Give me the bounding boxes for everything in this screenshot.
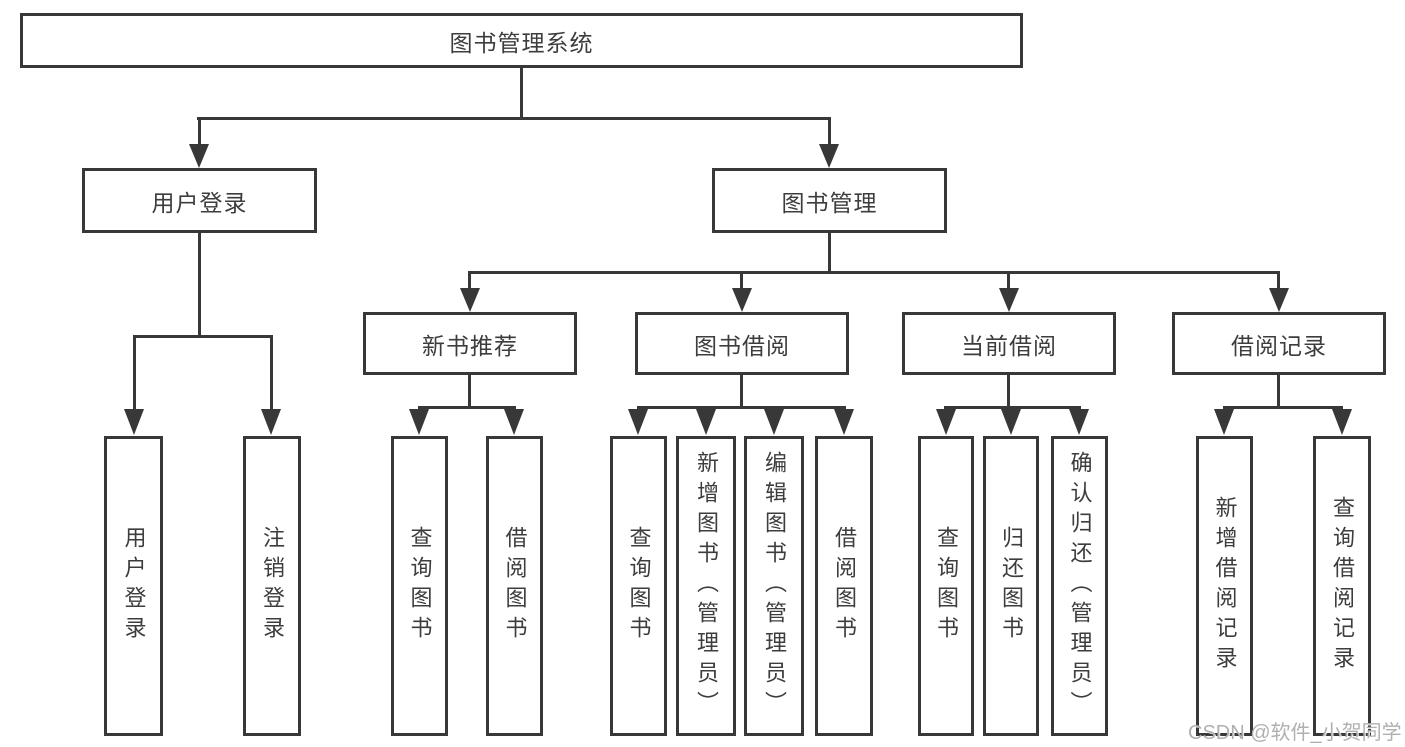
arrow-bookmgmt (819, 144, 839, 168)
leaf-add-books-admin-label: 新增图书（管理员） (694, 451, 719, 721)
arrow-l3-2 (732, 288, 752, 312)
node-borrow-records: 借阅记录 (1172, 312, 1386, 375)
node-current-borrow: 当前借阅 (902, 312, 1116, 375)
node-book-borrow: 图书借阅 (635, 312, 849, 375)
arrow-g2-2 (696, 409, 716, 435)
connector-login-leaf2-stem (270, 337, 273, 410)
leaf-logout-label: 注销登录 (260, 526, 285, 646)
node-user-login-label: 用户登录 (151, 189, 248, 216)
arrow-g3-1 (936, 409, 956, 435)
connector-g2-hline (637, 406, 846, 409)
connector-g3-hline (944, 406, 1081, 409)
leaf-return-books: 归还图书 (983, 436, 1039, 736)
arrow-login-leaf2 (261, 409, 281, 435)
leaf-query-borrow-record: 查询借阅记录 (1313, 436, 1371, 736)
leaf-add-borrow-record-label: 新增借阅记录 (1212, 496, 1238, 676)
leaf-edit-books-admin-label: 编辑图书（管理员） (762, 451, 787, 721)
connector-g1-hline (418, 406, 516, 409)
node-root: 图书管理系统 (20, 13, 1023, 68)
leaf-logout: 注销登录 (243, 436, 301, 736)
leaf-recommend-borrow-books: 借阅图书 (486, 436, 543, 736)
arrow-g2-1 (628, 409, 648, 435)
leaf-current-query-books-label: 查询图书 (934, 526, 959, 646)
leaf-add-borrow-record: 新增借阅记录 (1196, 436, 1253, 736)
leaf-recommend-borrow-books-label: 借阅图书 (502, 526, 528, 646)
arrow-userlogin (189, 144, 209, 168)
leaf-user-login-label: 用户登录 (121, 526, 147, 646)
arrow-l3-1 (460, 288, 480, 312)
csdn-watermark: CSDN @软件_小贺同学 (1188, 722, 1402, 744)
leaf-borrow-query-books-label: 查询图书 (626, 526, 652, 646)
connector-g2-vline (740, 375, 743, 408)
node-book-management-label: 图书管理 (781, 189, 878, 216)
leaf-confirm-return-admin: 确认归还（管理员） (1051, 436, 1108, 736)
node-new-book-recommend-label: 新书推荐 (422, 332, 518, 359)
node-borrow-records-label: 借阅记录 (1231, 332, 1327, 359)
leaf-confirm-return-admin-label: 确认归还（管理员） (1067, 451, 1093, 721)
leaf-borrow-books-label: 借阅图书 (832, 526, 857, 646)
leaf-edit-books-admin: 编辑图书（管理员） (744, 436, 804, 736)
leaf-recommend-query-books-label: 查询图书 (407, 526, 433, 646)
connector-bookmgmt-hline (468, 271, 1280, 274)
connector-userlogin-stem (198, 119, 201, 145)
arrow-g4-1 (1214, 409, 1234, 435)
arrow-g3-3 (1069, 409, 1089, 435)
arrow-g2-4 (834, 409, 854, 435)
connector-g3-vline (1007, 375, 1010, 408)
arrow-g1-1 (409, 409, 429, 435)
connector-g4-vline (1277, 375, 1280, 408)
arrow-g3-2 (1001, 409, 1021, 435)
arrow-g1-2 (504, 409, 524, 435)
arrow-g2-3 (764, 409, 784, 435)
node-root-label: 图书管理系统 (449, 29, 594, 56)
leaf-borrow-books: 借阅图书 (815, 436, 873, 736)
leaf-query-borrow-record-label: 查询借阅记录 (1330, 496, 1355, 676)
connector-l3-1-stem (468, 273, 471, 289)
arrow-l3-3 (999, 288, 1019, 312)
connector-login-leaf1-stem (133, 337, 136, 410)
leaf-recommend-query-books: 查询图书 (391, 436, 448, 736)
connector-bookmgmt-vline (828, 233, 831, 274)
arrow-login-leaf1 (124, 409, 144, 435)
connector-l3-3-stem (1007, 273, 1010, 289)
node-book-borrow-label: 图书借阅 (694, 332, 790, 359)
leaf-current-query-books: 查询图书 (918, 436, 974, 736)
connector-userlogin-vline (198, 233, 201, 337)
leaf-borrow-query-books: 查询图书 (610, 436, 667, 736)
connector-root-hline (197, 117, 831, 120)
arrow-g4-2 (1332, 409, 1352, 435)
connector-bookmgmt-stem (828, 119, 831, 145)
leaf-user-login: 用户登录 (104, 436, 163, 736)
connector-l3-2-stem (740, 273, 743, 289)
arrow-l3-4 (1269, 288, 1289, 312)
connector-l3-4-stem (1277, 273, 1280, 289)
connector-g4-hline (1223, 406, 1343, 409)
node-current-borrow-label: 当前借阅 (961, 332, 1057, 359)
leaf-return-books-label: 归还图书 (999, 526, 1024, 646)
node-user-login: 用户登录 (82, 168, 317, 233)
connector-g1-vline (468, 375, 471, 408)
connector-root-vline (520, 68, 523, 120)
node-book-management: 图书管理 (712, 168, 947, 233)
leaf-add-books-admin: 新增图书（管理员） (676, 436, 736, 736)
connector-userlogin-hline (133, 335, 273, 338)
node-new-book-recommend: 新书推荐 (363, 312, 577, 375)
